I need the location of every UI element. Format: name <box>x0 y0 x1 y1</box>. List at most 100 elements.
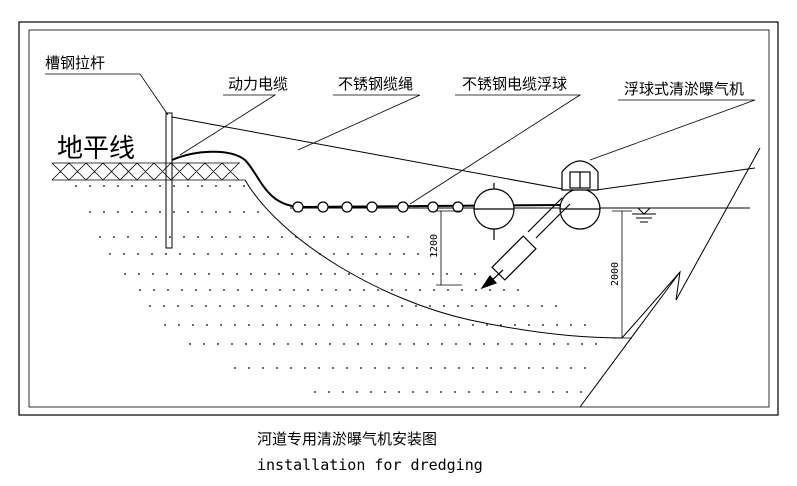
water-dot <box>584 367 586 369</box>
label-ground-line: 地平线 <box>57 134 135 164</box>
power-cable <box>171 150 561 209</box>
water-dot <box>441 343 443 345</box>
water-dot <box>528 324 530 326</box>
water-dot <box>290 367 292 369</box>
water-dot <box>139 289 141 291</box>
water-dot <box>360 367 362 369</box>
water-dot <box>219 305 221 307</box>
water-dot <box>124 273 126 275</box>
water-dot <box>514 367 516 369</box>
water-dot <box>145 185 147 187</box>
water-dot <box>349 289 351 291</box>
water-dot <box>347 253 349 255</box>
water-dot <box>419 289 421 291</box>
water-dot <box>201 185 203 187</box>
water-dot <box>166 273 168 275</box>
water-dot <box>189 343 191 345</box>
water-dot <box>165 253 167 255</box>
water-dot <box>99 236 101 238</box>
water-dot <box>248 367 250 369</box>
water-dot <box>385 343 387 345</box>
water-dot <box>289 305 291 307</box>
water-dot <box>469 343 471 345</box>
water-dot <box>221 253 223 255</box>
river-bed-profile <box>244 147 761 339</box>
water-dot <box>458 324 460 326</box>
water-dot <box>457 305 459 307</box>
water-dot <box>332 324 334 326</box>
water-dot <box>373 305 375 307</box>
water-dot <box>556 367 558 369</box>
water-dot <box>539 343 541 345</box>
water-dot <box>356 391 358 393</box>
water-dot <box>443 305 445 307</box>
water-dot <box>287 343 289 345</box>
water-dot <box>290 324 292 326</box>
cable-float <box>366 201 378 213</box>
steel-rope-line-2 <box>595 167 756 191</box>
water-dot <box>245 343 247 345</box>
water-dot <box>402 324 404 326</box>
water-dot <box>331 305 333 307</box>
water-dot <box>319 253 321 255</box>
water-dot <box>164 324 166 326</box>
water-dot <box>461 289 463 291</box>
water-dot <box>365 236 367 238</box>
water-dot <box>390 273 392 275</box>
water-dot <box>402 367 404 369</box>
caption-title-en: installation for dredging <box>257 456 483 474</box>
water-dot <box>444 324 446 326</box>
water-dot <box>301 343 303 345</box>
water-dot <box>346 324 348 326</box>
water-dot <box>103 185 105 187</box>
water-dot <box>570 367 572 369</box>
aeration-pump <box>480 197 571 290</box>
water-dot <box>180 273 182 275</box>
water-dot <box>243 211 245 213</box>
water-dot <box>131 185 133 187</box>
water-dot <box>222 273 224 275</box>
water-dot <box>169 236 171 238</box>
water-dot <box>337 236 339 238</box>
water-dot <box>376 273 378 275</box>
water-dot <box>363 289 365 291</box>
water-dot <box>239 236 241 238</box>
water-dot <box>580 391 582 393</box>
water-dot <box>458 367 460 369</box>
ground-hatch <box>51 162 245 181</box>
water-dot <box>444 367 446 369</box>
water-dot <box>231 343 233 345</box>
water-dot <box>460 273 462 275</box>
water-dot <box>556 324 558 326</box>
water-dot <box>89 211 91 213</box>
water-dot <box>401 305 403 307</box>
water-dot <box>486 324 488 326</box>
water-dot <box>248 324 250 326</box>
water-dot <box>292 273 294 275</box>
water-dot <box>567 343 569 345</box>
water-dot <box>208 273 210 275</box>
water-dot <box>155 236 157 238</box>
water-dot <box>413 343 415 345</box>
water-dot <box>267 236 269 238</box>
water-dot <box>173 185 175 187</box>
water-dot <box>581 343 583 345</box>
water-dot <box>440 391 442 393</box>
water-dot <box>205 305 207 307</box>
water-dot <box>225 236 227 238</box>
water-dot <box>117 185 119 187</box>
water-dot <box>405 289 407 291</box>
water-dot <box>513 305 515 307</box>
water-dot <box>217 343 219 345</box>
water-dot <box>362 273 364 275</box>
water-dot <box>497 343 499 345</box>
water-dot <box>342 391 344 393</box>
water-dot <box>163 305 165 307</box>
water-dot <box>206 324 208 326</box>
water-dot <box>351 236 353 238</box>
water-dot <box>262 324 264 326</box>
water-dot <box>524 391 526 393</box>
water-dot <box>127 236 129 238</box>
water-dot <box>348 273 350 275</box>
